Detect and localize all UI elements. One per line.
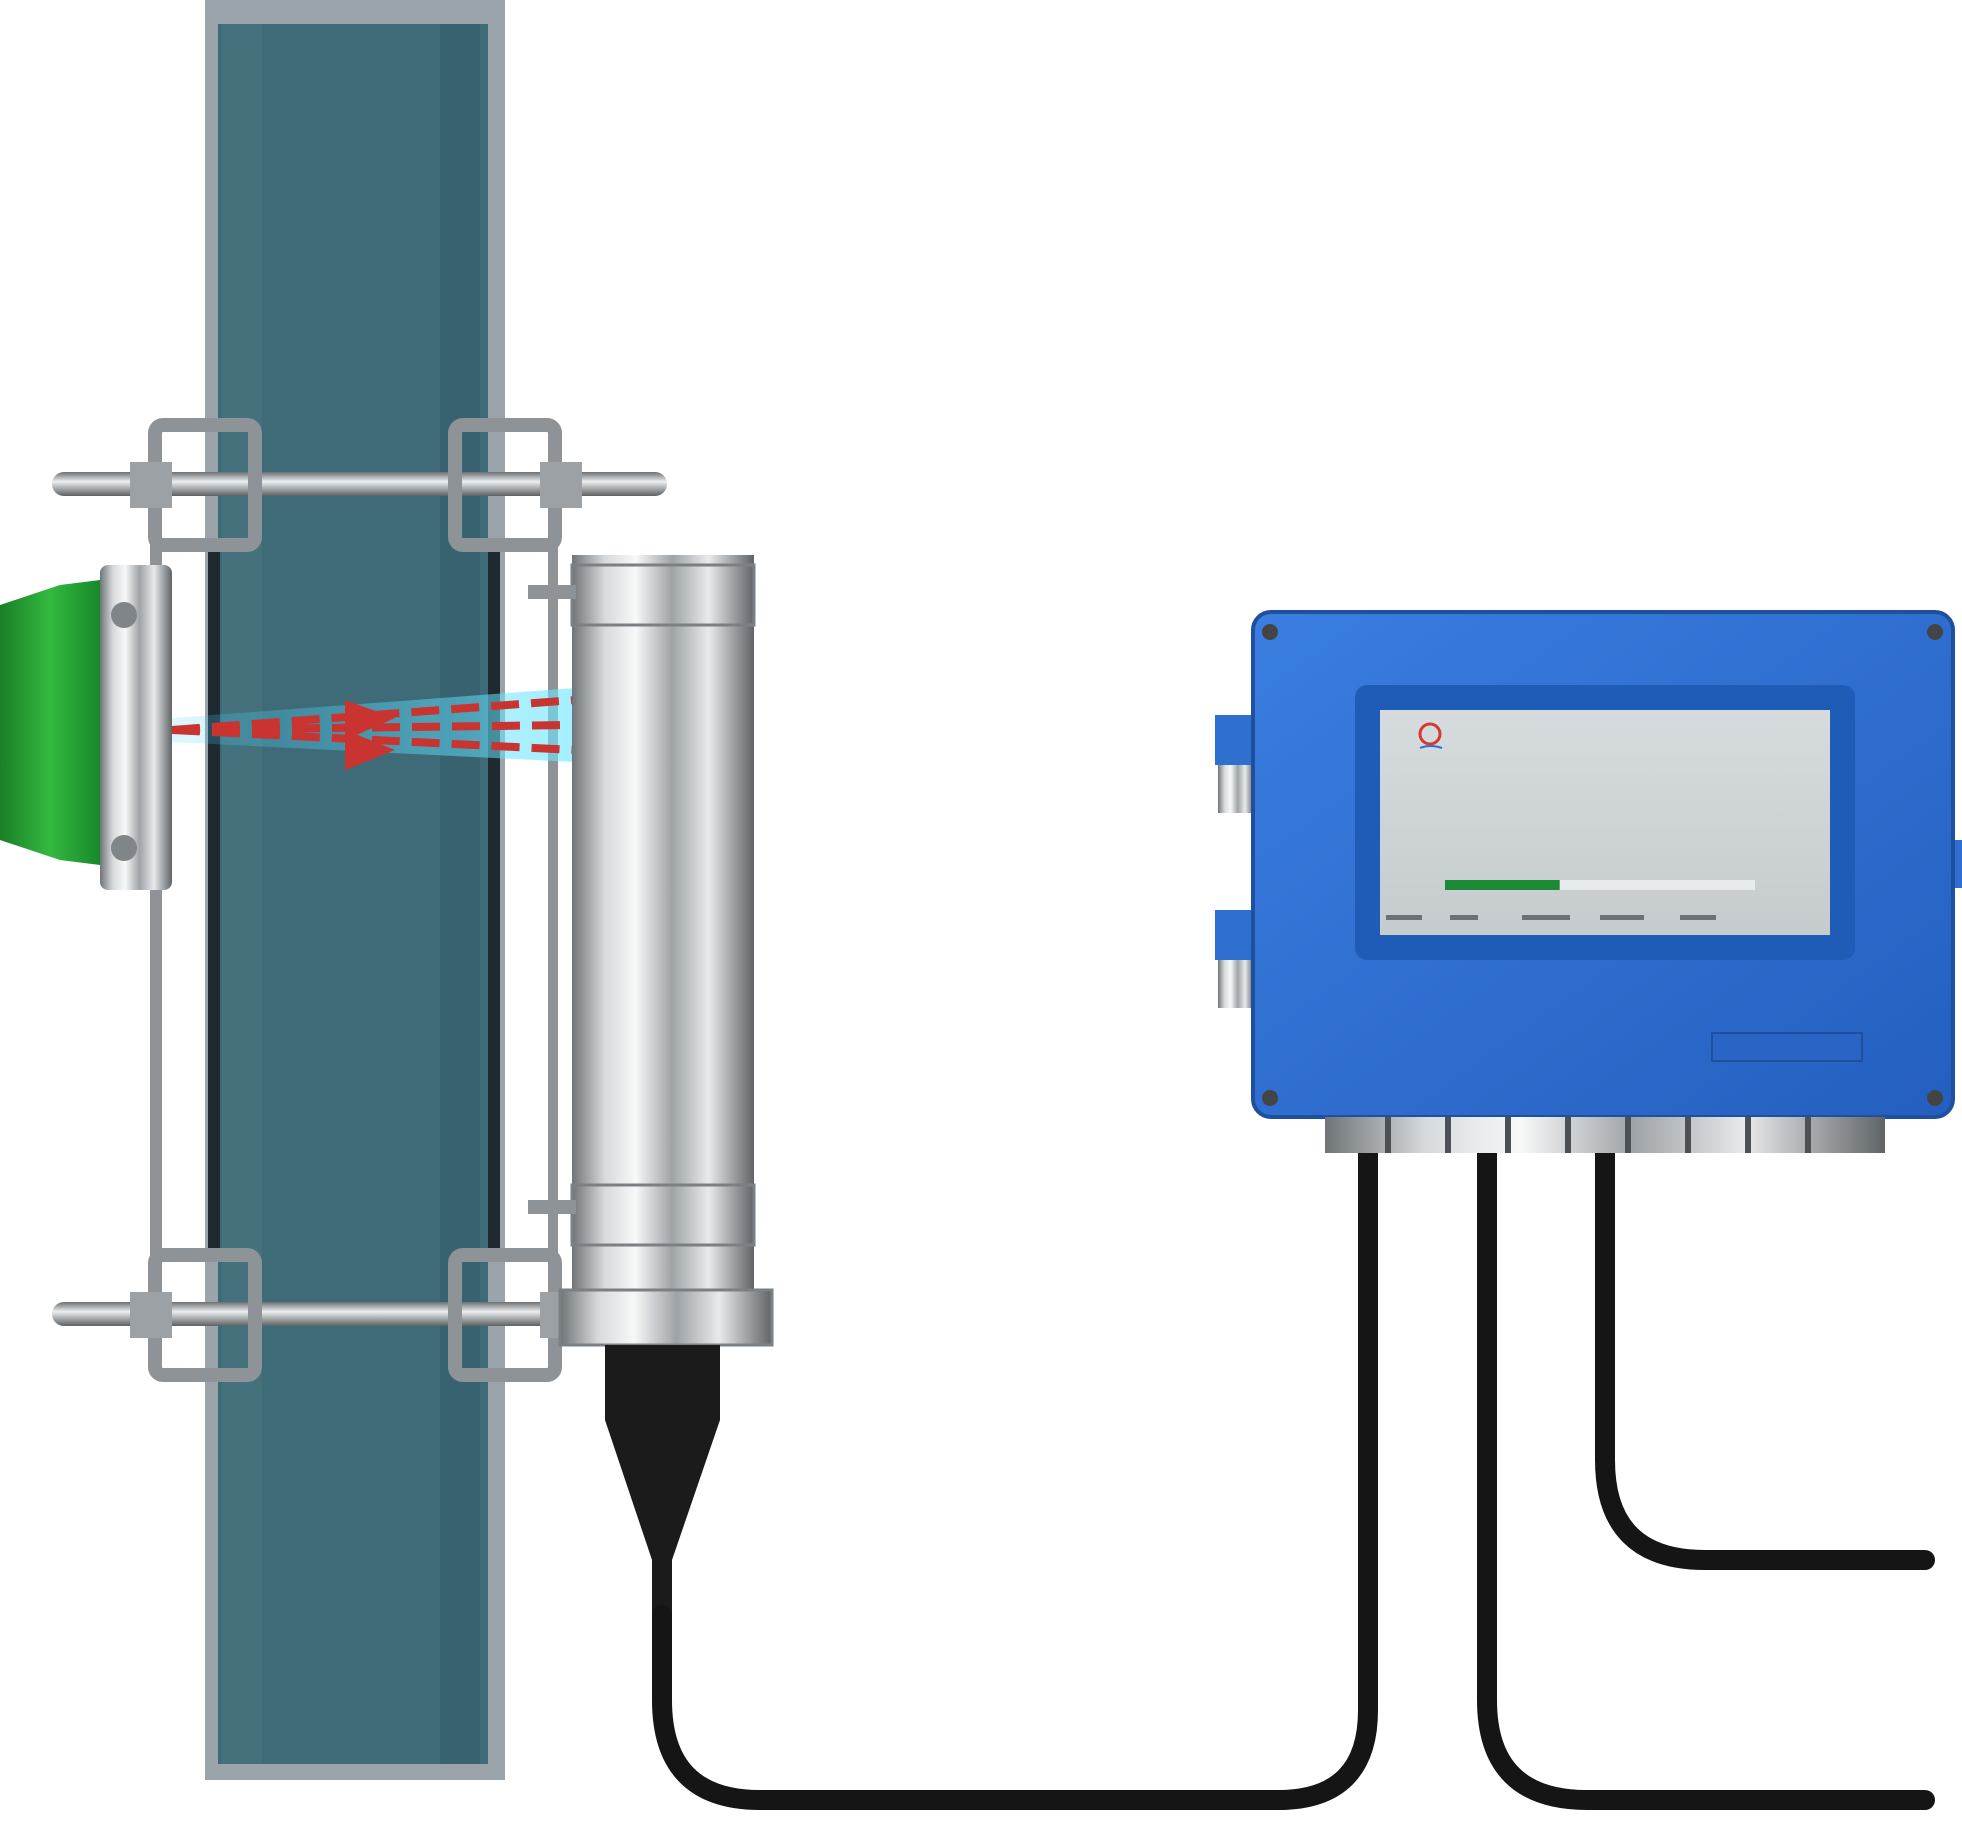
arrow-right-icon [345,700,395,740]
radiation-source-housing [0,565,172,890]
pipe-wall-shadow-left [208,540,220,1260]
measurement-beam [171,688,576,770]
arrow-right-icon [345,730,395,770]
cables [652,1140,1935,1810]
cable-output-2 [1595,1140,1935,1570]
display-status-row [1386,915,1716,920]
screw-icon [1262,624,1278,640]
cable-detector [652,1140,1378,1810]
cable-gland-row [1325,1117,1885,1153]
upper-clamp [52,418,667,1300]
pipe [205,0,505,1780]
detector-cylinder [528,555,774,1618]
clamp-rod-right [548,540,558,1300]
screw-icon [1262,1090,1278,1106]
bolt-icon [111,602,137,628]
bolt-icon [111,835,137,861]
screw-icon [1927,624,1943,640]
nameplate [1711,1032,1863,1062]
pipe-wall-shadow-right [488,540,500,1260]
screw-icon [1927,1090,1943,1106]
transmitter [1215,610,1962,1153]
cable-gland [605,1345,720,1560]
level-bar-fill [1445,880,1560,890]
brand-logo [1418,722,1443,749]
lower-clamp [52,1248,667,1382]
level-bar-track [1445,880,1755,890]
display-screen [1380,710,1830,935]
cable-output-1 [1477,1140,1935,1810]
